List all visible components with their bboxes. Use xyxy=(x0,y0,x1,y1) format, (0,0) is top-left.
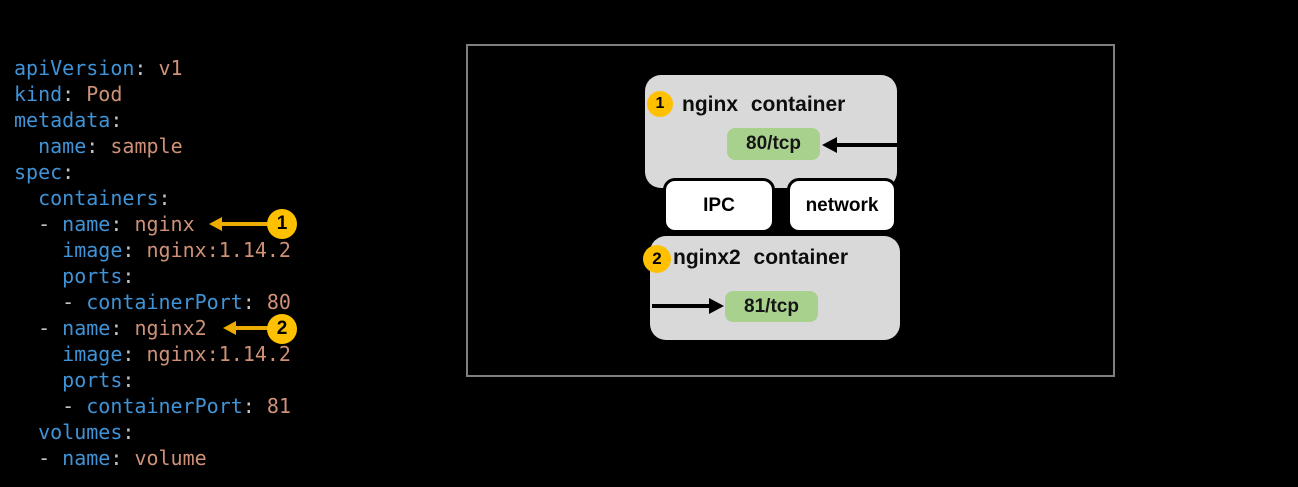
code-line: - name: volume xyxy=(14,445,291,471)
code-token: - xyxy=(14,316,63,340)
code-line: - name: nginx2 xyxy=(14,315,291,341)
code-line: image: nginx:1.14.2 xyxy=(14,237,291,263)
code-token: : xyxy=(122,342,147,366)
code-token: image xyxy=(62,238,123,262)
code-token: v1 xyxy=(158,56,183,80)
code-token: : xyxy=(110,446,135,470)
code-token xyxy=(14,264,62,288)
container1-marker: 1 xyxy=(647,91,673,117)
code-token: nginx2 xyxy=(134,316,207,340)
code-token: Pod xyxy=(86,82,123,106)
inbound-arrow-line xyxy=(835,143,897,147)
code-token: 80 xyxy=(266,290,291,314)
code-token: : xyxy=(86,134,111,158)
code-line: volumes: xyxy=(14,419,291,445)
code-line: kind: Pod xyxy=(14,81,291,107)
nginx2-container-box xyxy=(650,236,900,340)
callout-arrow-line xyxy=(235,326,268,330)
code-token: ports xyxy=(62,264,123,288)
code-token: name xyxy=(62,316,111,340)
code-token: volumes xyxy=(38,420,123,444)
callout-arrow-left-icon xyxy=(223,321,236,335)
code-token: sample xyxy=(110,134,183,158)
inbound-arrow-line xyxy=(652,304,712,308)
code-line: ports: xyxy=(14,367,291,393)
code-token: nginx:1.14.2 xyxy=(146,342,291,366)
code-token: nginx:1.14.2 xyxy=(146,238,291,262)
code-token: apiVersion xyxy=(14,56,135,80)
code-token: - xyxy=(14,446,63,470)
code-token: : xyxy=(110,316,135,340)
code-line: name: sample xyxy=(14,133,291,159)
code-token xyxy=(14,420,38,444)
code-token xyxy=(14,186,38,210)
code-token: ports xyxy=(62,368,123,392)
callout-marker-2: 2 xyxy=(267,314,297,344)
code-token: image xyxy=(62,342,123,366)
code-token: kind xyxy=(14,82,63,106)
code-token: - xyxy=(14,394,87,418)
code-line: apiVersion: v1 xyxy=(14,55,291,81)
code-token: nginx xyxy=(134,212,195,236)
code-line: metadata: xyxy=(14,107,291,133)
network-box: network xyxy=(787,178,897,233)
container1-title: nginx container xyxy=(682,93,846,116)
ipc-box: IPC xyxy=(663,178,775,233)
callout-arrow-left-icon xyxy=(209,217,222,231)
code-line: containers: xyxy=(14,185,291,211)
code-token: : xyxy=(62,82,87,106)
code-token: metadata xyxy=(14,108,111,132)
code-line: spec: xyxy=(14,159,291,185)
code-token: - xyxy=(14,212,63,236)
code-token: 81 xyxy=(266,394,291,418)
code-token: containerPort xyxy=(86,394,243,418)
container2-title: nginx2 container xyxy=(673,246,849,269)
code-token xyxy=(14,342,62,366)
code-token: : xyxy=(122,264,135,288)
code-line: image: nginx:1.14.2 xyxy=(14,341,291,367)
container1-port-badge: 80/tcp xyxy=(727,128,820,160)
code-token: name xyxy=(38,134,87,158)
code-token: : xyxy=(110,212,135,236)
code-token: containers xyxy=(38,186,159,210)
code-token: : xyxy=(122,420,135,444)
code-token: name xyxy=(62,446,111,470)
code-token: : xyxy=(242,290,267,314)
container2-marker: 2 xyxy=(643,245,671,273)
container2-port-badge: 81/tcp xyxy=(725,291,818,322)
code-line: - name: nginx xyxy=(14,211,291,237)
code-line: - containerPort: 81 xyxy=(14,393,291,419)
code-token: - xyxy=(14,290,87,314)
inbound-arrow-head-icon xyxy=(709,298,724,314)
code-token: : xyxy=(242,394,267,418)
code-token xyxy=(14,134,38,158)
code-line: ports: xyxy=(14,263,291,289)
code-token xyxy=(14,238,62,262)
callout-marker-1: 1 xyxy=(267,209,297,239)
code-token: name xyxy=(62,212,111,236)
code-token: volume xyxy=(134,446,207,470)
code-line: - containerPort: 80 xyxy=(14,289,291,315)
code-token: : xyxy=(62,160,75,184)
callout-arrow-line xyxy=(221,222,268,226)
code-token xyxy=(14,368,62,392)
code-token: : xyxy=(158,186,171,210)
inbound-arrow-head-icon xyxy=(822,137,837,153)
code-token: containerPort xyxy=(86,290,243,314)
code-token: spec xyxy=(14,160,63,184)
code-token: : xyxy=(122,238,147,262)
code-token: : xyxy=(110,108,123,132)
code-token: : xyxy=(122,368,135,392)
code-token: : xyxy=(134,56,159,80)
